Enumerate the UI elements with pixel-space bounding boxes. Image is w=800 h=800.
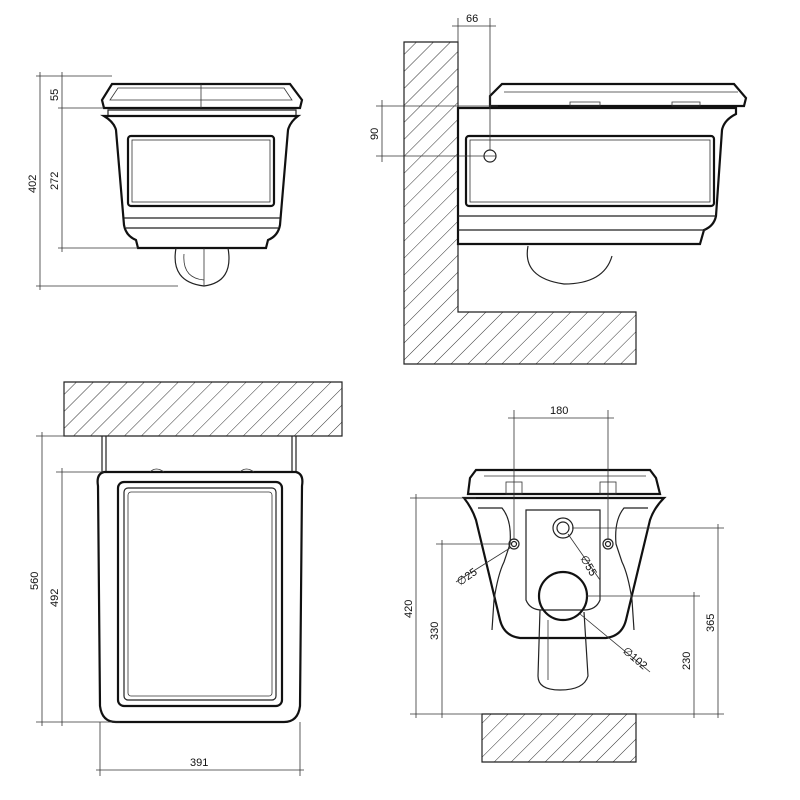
front-elevation-view: 55 272 402 (27, 72, 304, 290)
mount-hole-right (602, 538, 614, 550)
dim-272: 272 (49, 172, 61, 190)
dim-402: 402 (27, 175, 39, 193)
rear-view: 180 420 330 365 230 ∅25 ∅55 ∅102 (403, 405, 724, 763)
dim-230: 230 (681, 652, 693, 670)
outlet-pipe (537, 570, 589, 622)
dim-hole-102: ∅102 (620, 645, 649, 672)
dim-365: 365 (705, 614, 717, 632)
dim-hole-55: ∅55 (577, 554, 598, 579)
top-view: 560 492 391 (29, 381, 343, 776)
dim-492: 492 (49, 589, 61, 607)
dim-420: 420 (403, 600, 415, 618)
dim-560: 560 (29, 572, 41, 590)
inlet-hole (552, 517, 574, 539)
dim-90: 90 (369, 128, 381, 140)
side-elevation-view: 66 90 (369, 13, 748, 365)
dim-180: 180 (550, 405, 568, 417)
dim-55: 55 (49, 89, 61, 101)
dim-391: 391 (190, 757, 208, 769)
dim-330: 330 (429, 622, 441, 640)
dim-66: 66 (466, 13, 478, 25)
